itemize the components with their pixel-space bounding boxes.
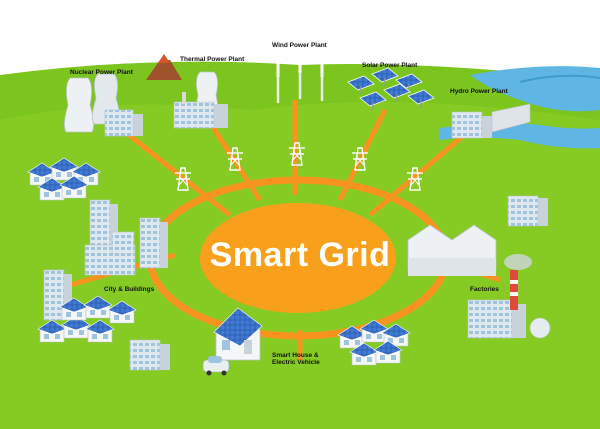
label-smart-house: Smart House & Electric Vehicle xyxy=(272,352,320,367)
label-smart-house-line2: Electric Vehicle xyxy=(272,359,320,366)
label-factories: Factories xyxy=(470,286,499,293)
label-hydro: Hydro Power Plant xyxy=(450,88,508,95)
label-wind: Wind Power Plant xyxy=(272,42,327,49)
label-nuclear: Nuclear Power Plant xyxy=(70,69,133,76)
label-thermal: Thermal Power Plant xyxy=(180,56,244,63)
label-city: City & Buildings xyxy=(104,286,154,293)
center-title: Smart Grid xyxy=(200,236,400,275)
label-solar: Solar Power Plant xyxy=(362,62,417,69)
label-smart-house-line1: Smart House & xyxy=(272,352,320,359)
